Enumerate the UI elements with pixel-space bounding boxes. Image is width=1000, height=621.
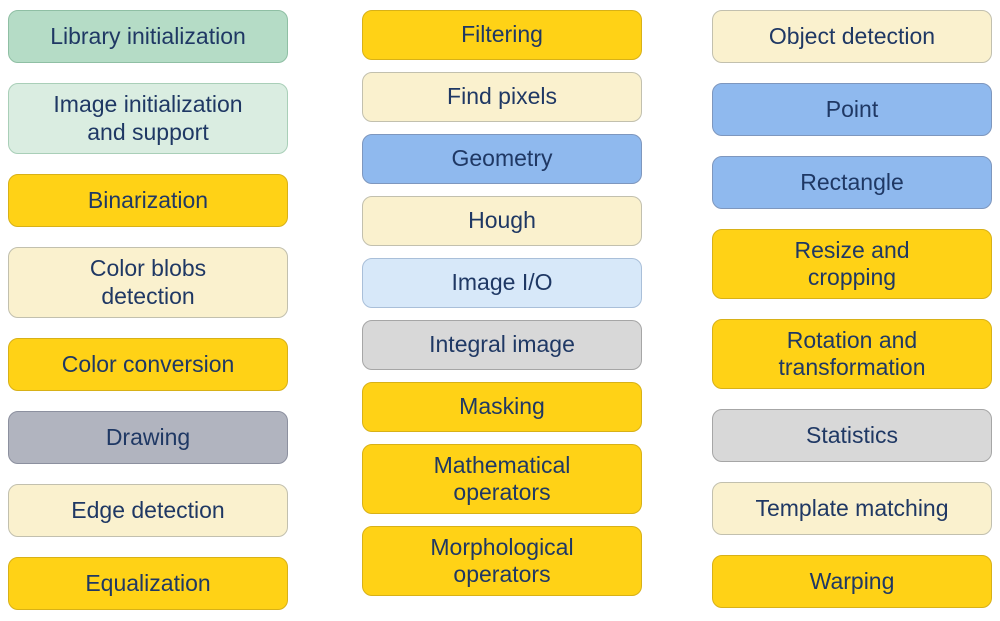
category-box-binarization: Binarization (8, 174, 288, 227)
category-label: Masking (459, 393, 545, 420)
category-label: Object detection (768, 22, 936, 49)
category-box-resize-and-cropping: Resize and cropping (712, 229, 992, 299)
category-box-color-conversion: Color conversion (8, 338, 288, 391)
category-label: Equalization (85, 569, 211, 596)
category-label: Filtering (461, 21, 543, 48)
category-label: Drawing (105, 423, 191, 450)
category-box-point: Point (712, 83, 992, 136)
category-box-image-initialization-and-support: Image initialization and support (8, 83, 288, 154)
category-label: Rotation and transformation (778, 326, 926, 380)
category-box-morphological-operators: Morphological operators (362, 526, 642, 596)
category-label: Library initialization (50, 22, 246, 49)
category-box-library-initialization: Library initialization (8, 10, 288, 63)
category-label: Rectangle (800, 168, 904, 195)
category-label: Hough (468, 207, 536, 234)
category-box-object-detection: Object detection (712, 10, 992, 63)
category-label: Warping (809, 567, 895, 594)
category-box-rotation-and-transformation: Rotation and transformation (712, 319, 992, 389)
category-box-template-matching: Template matching (712, 482, 992, 535)
category-box-rectangle: Rectangle (712, 156, 992, 209)
category-box-find-pixels: Find pixels (362, 72, 642, 122)
category-label: Binarization (87, 186, 209, 213)
category-box-equalization: Equalization (8, 557, 288, 610)
category-box-warping: Warping (712, 555, 992, 608)
category-label: Template matching (755, 494, 949, 521)
category-label: Point (825, 95, 879, 122)
category-box-statistics: Statistics (712, 409, 992, 462)
category-label: Mathematical operators (433, 451, 571, 505)
category-box-hough: Hough (362, 196, 642, 246)
category-box-integral-image: Integral image (362, 320, 642, 370)
category-box-mathematical-operators: Mathematical operators (362, 444, 642, 514)
category-label: Edge detection (71, 496, 225, 523)
category-label: Statistics (805, 421, 899, 448)
category-label: Color conversion (61, 350, 235, 377)
category-box-geometry: Geometry (362, 134, 642, 184)
category-box-masking: Masking (362, 382, 642, 432)
category-label: Image I/O (451, 269, 553, 296)
category-label: Geometry (451, 145, 553, 172)
category-box-drawing: Drawing (8, 411, 288, 464)
category-box-edge-detection: Edge detection (8, 484, 288, 537)
category-label: Color blobs detection (89, 255, 207, 309)
category-label: Morphological operators (430, 533, 574, 587)
category-label: Resize and cropping (794, 236, 910, 290)
category-box-color-blobs-detection: Color blobs detection (8, 247, 288, 318)
category-label: Image initialization and support (53, 91, 243, 145)
category-label: Integral image (429, 331, 575, 358)
category-box-image-i-o: Image I/O (362, 258, 642, 308)
category-label: Find pixels (447, 83, 557, 110)
category-box-filtering: Filtering (362, 10, 642, 60)
